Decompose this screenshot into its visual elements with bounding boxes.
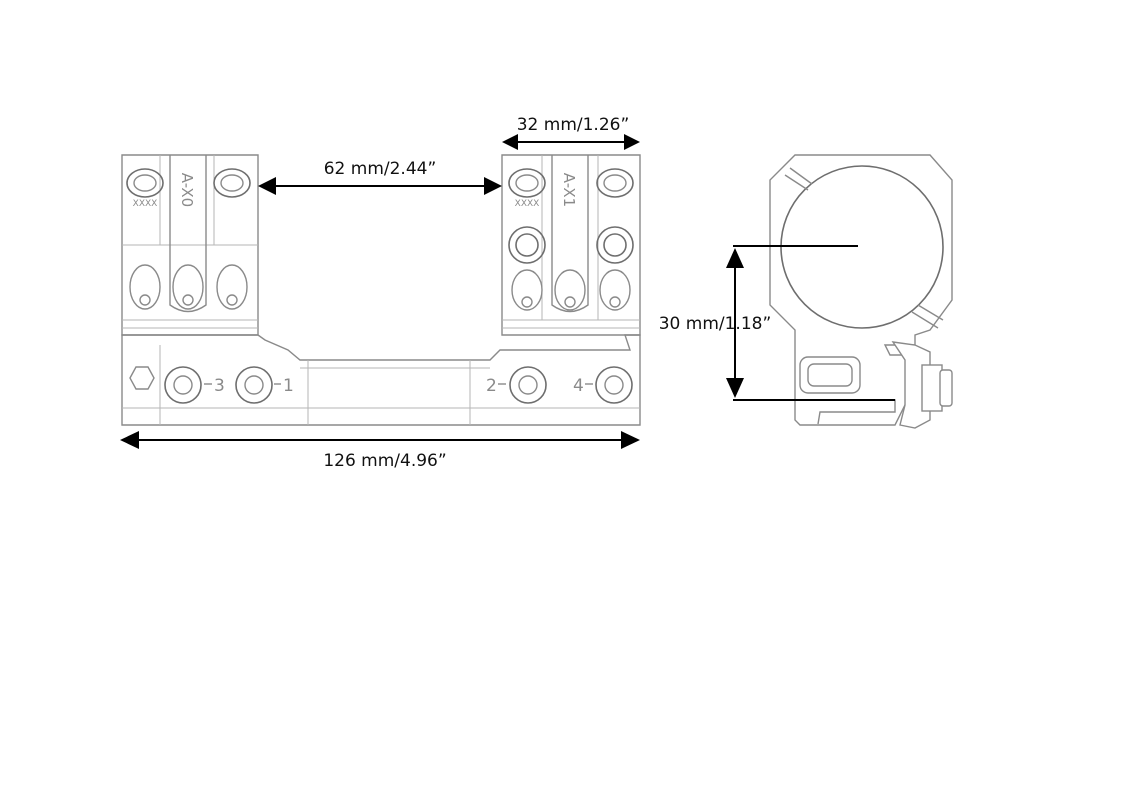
dimension-overall-length: 126 mm/4.96” (120, 431, 640, 471)
overall-length-label: 126 mm/4.96” (323, 451, 446, 471)
base-screws (164, 366, 633, 404)
hex-screw-icon (129, 366, 155, 390)
screw-label-4: 4 (573, 376, 584, 396)
center-height-label: 30 mm/1.18” (659, 314, 772, 334)
screw-label-1: 1 (283, 376, 294, 396)
rear-ring-label: A-X1 (560, 173, 578, 207)
front-ring-code: XXXX (133, 199, 158, 209)
front-ring-label: A-X0 (178, 173, 196, 207)
mount-end-view (769, 154, 953, 429)
rear-ring-code: XXXX (515, 199, 540, 209)
dimension-center-height: 30 mm/1.18” (659, 245, 895, 401)
dimension-ring-spacing: 62 mm/2.44” (258, 159, 502, 195)
mount-side-view: XXXX A-X0 X (121, 154, 641, 426)
ring-spacing-label: 62 mm/2.44” (324, 159, 437, 179)
ring-width-label: 32 mm/1.26” (517, 115, 630, 135)
screw-label-3: 3 (214, 376, 225, 396)
rear-ring: XXXX A-X1 (501, 154, 641, 336)
front-ring: XXXX A-X0 (121, 154, 259, 336)
dimension-ring-width: 32 mm/1.26” (502, 115, 640, 150)
screw-label-2: 2 (486, 376, 497, 396)
